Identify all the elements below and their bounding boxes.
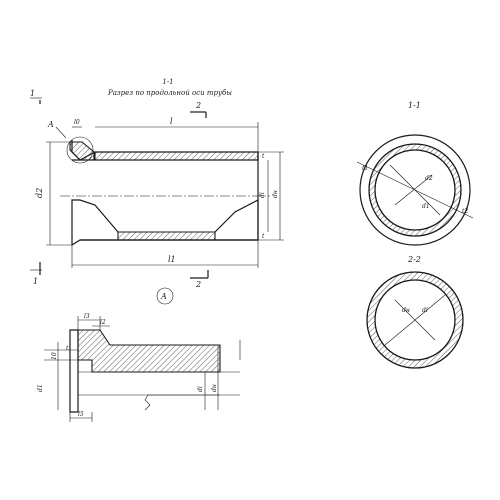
dim-right: di dн t t — [258, 151, 284, 241]
dim-t-top-label: t — [262, 153, 265, 160]
detail-a-s-label: 10 — [51, 352, 58, 360]
section-1-1-d1-label: d1 — [422, 203, 430, 210]
detail-a-l3-label: l3 — [84, 313, 90, 320]
cut-mark-1-top-label: 1 — [30, 89, 35, 98]
detail-a-dn-label: dн — [211, 384, 218, 392]
detail-a-view: l3 l2 l5 10 t d1 di dн — [37, 313, 241, 422]
detail-a-dim-top: l3 l2 — [77, 313, 110, 330]
section-1-1: 1-1 t1 t2 d2 d1 — [356, 101, 474, 246]
section-2-2-dn-label: dн — [402, 307, 410, 314]
section-subtitle: Разрез по продольной оси трубы — [107, 89, 232, 97]
cut-mark-2-top: 2 — [190, 101, 207, 118]
dim-l-label: l — [170, 117, 173, 126]
pipe-bottom-wall — [117, 231, 216, 241]
section-2-2: 2-2 dн di — [366, 255, 464, 369]
section-1-1-t1-label: t1 — [362, 165, 368, 172]
cut-mark-2-bottom-label: 2 — [195, 280, 201, 289]
section-title: 1-1 — [162, 78, 173, 86]
section-2-2-di-label: di — [422, 307, 428, 314]
detail-a-dim-left: 10 t d1 — [37, 342, 78, 410]
dim-d2-label: d2 — [35, 188, 44, 198]
detail-a-wall — [77, 329, 221, 373]
pipe-top-wall — [94, 151, 259, 161]
bell-top-wall — [69, 141, 95, 161]
detail-a-t-label: t — [66, 345, 69, 352]
dim-l1: l1 — [71, 240, 259, 268]
detail-a-l2-label: l2 — [100, 319, 106, 326]
dim-l: l — [95, 117, 259, 152]
dim-dn-label: dн — [272, 190, 279, 198]
section-1-1-title: 1-1 — [408, 101, 421, 110]
cut-mark-1-bottom: 1 — [30, 262, 42, 286]
dim-d2: d2 — [35, 141, 72, 246]
dim-t-bottom-label: t — [262, 233, 265, 240]
detail-a-di-label: di — [197, 386, 204, 392]
cut-mark-2-top-label: 2 — [195, 101, 201, 110]
section-1-1-d2-label: d2 — [425, 175, 433, 182]
longitudinal-section: 1 1 2 2 — [30, 89, 284, 289]
section-1-1-wall — [368, 143, 462, 237]
cut-mark-1-bottom-label: 1 — [33, 277, 38, 286]
dim-di-label: di — [259, 192, 266, 198]
section-1-1-outer-bell — [359, 134, 471, 246]
section-2-2-title: 2-2 — [407, 255, 421, 264]
detail-a-dim-right: di dн — [197, 345, 219, 410]
detail-a-dim-bottom: l5 — [69, 411, 93, 422]
dim-l1-label: l1 — [168, 255, 176, 264]
section-2-2-wall — [366, 271, 464, 369]
detail-a-l5-label: l5 — [78, 411, 84, 418]
detail-a-callout: A — [47, 120, 94, 164]
drawing-header: 1-1 Разрез по продольной оси трубы — [107, 78, 232, 97]
section-1-1-t2-label: t2 — [462, 208, 468, 215]
cut-mark-2-bottom: 2 — [190, 270, 209, 289]
cut-mark-1-top: 1 — [30, 89, 42, 104]
detail-a-marker: A — [156, 287, 174, 305]
detail-a-callout-label: A — [47, 120, 54, 129]
detail-a-marker-label: A — [160, 292, 167, 301]
detail-a-d1-label: d1 — [37, 384, 44, 392]
dim-l0-label: l0 — [74, 119, 80, 126]
detail-a-flange — [69, 329, 79, 413]
dim-l0: l0 — [72, 119, 82, 128]
